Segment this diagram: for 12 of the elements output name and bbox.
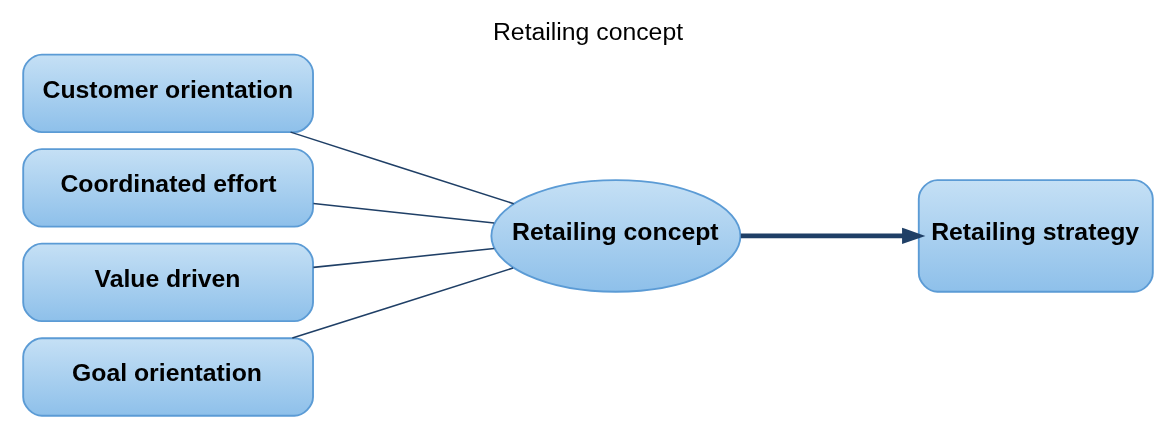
node-box: Customer orientation bbox=[22, 53, 314, 133]
node-box: Goal orientation bbox=[22, 337, 314, 417]
connector bbox=[289, 131, 515, 205]
connector bbox=[291, 267, 514, 339]
diagram-title: Retailing concept bbox=[492, 18, 684, 46]
node-ellipse: Retailing concept bbox=[490, 179, 742, 293]
arrow bbox=[740, 227, 926, 245]
node-box: Coordinated effort bbox=[22, 148, 314, 228]
connector bbox=[312, 202, 495, 224]
connector bbox=[312, 247, 495, 269]
node-box: Value driven bbox=[22, 242, 314, 323]
node-box: Retailing strategy bbox=[917, 179, 1154, 293]
